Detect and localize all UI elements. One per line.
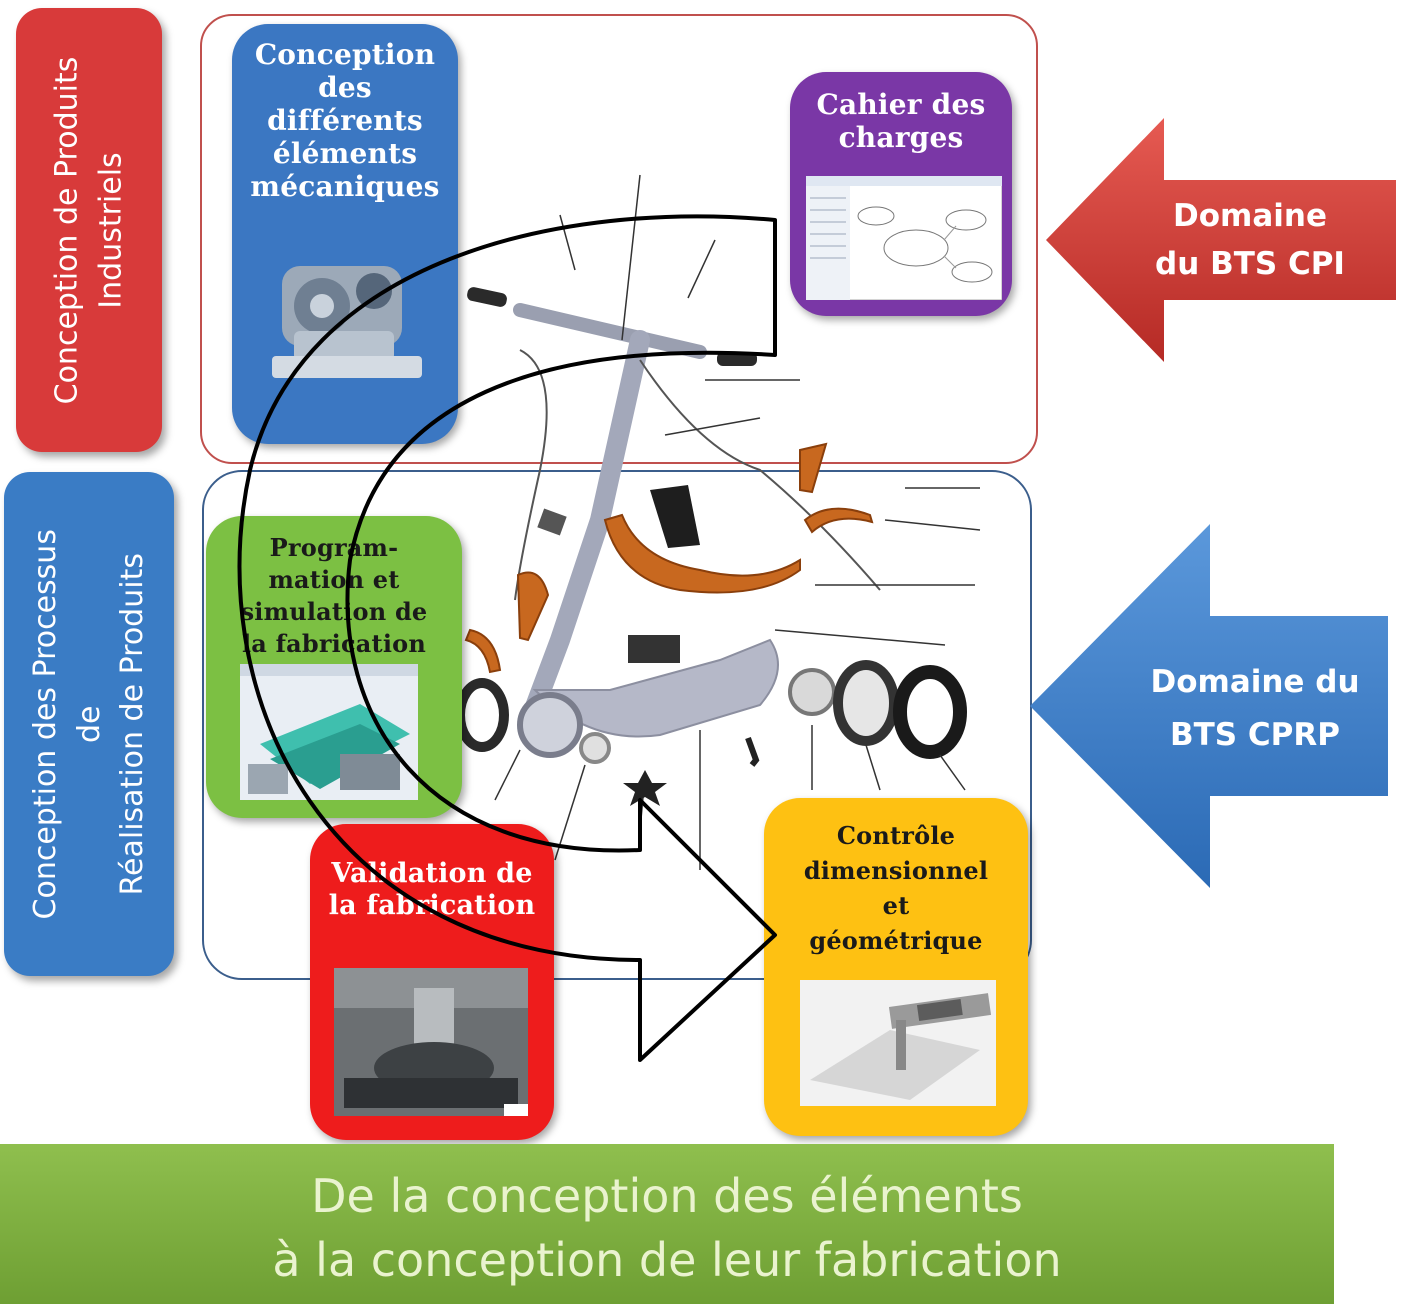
cprp-domain-arrow	[1030, 524, 1388, 888]
cpi-domain-line-1: Domaine	[1173, 198, 1327, 234]
cprp-side-label: Conception des Processus de Réalisation …	[4, 472, 174, 976]
star-knob-shape	[623, 770, 667, 806]
machining-photo	[334, 968, 528, 1116]
programmation-line-1: Program-	[269, 533, 399, 562]
programmation-line-3: simulation de	[240, 597, 428, 626]
banner-line-1: De la conception des éléments	[311, 1169, 1023, 1223]
bottom-banner: De la conception des éléments à la conce…	[0, 1144, 1334, 1304]
cpi-domain-line-2: du BTS CPI	[1155, 246, 1345, 283]
conception-card-title: Conception des différents éléments mécan…	[250, 38, 440, 204]
cpi-domain-text: Domaine du BTS CPI	[1150, 192, 1350, 288]
programmation-line-2: mation et	[268, 565, 400, 594]
cpi-side-label: Conception de Produits Industriels	[16, 8, 162, 452]
controle-card-title: Contrôle dimensionnel et géométrique	[803, 821, 989, 955]
cprp-domain-line-2: BTS CPRP	[1170, 717, 1340, 754]
caliper-photo	[800, 980, 996, 1106]
engine-block-image	[272, 266, 422, 378]
cahier-card-title: Cahier des charges	[816, 88, 986, 155]
cprp-domain-line-1: Domaine du	[1150, 664, 1360, 700]
spec-sheet-screenshot	[806, 176, 1002, 300]
programmation-line-4: la fabrication	[241, 629, 427, 658]
banner-line-2: à la conception de leur fabrication	[272, 1233, 1062, 1287]
simulation-screenshot	[240, 664, 418, 800]
cprp-domain-text: Domaine du BTS CPRP	[1140, 656, 1370, 763]
cpi-domain-arrow	[1046, 118, 1396, 362]
